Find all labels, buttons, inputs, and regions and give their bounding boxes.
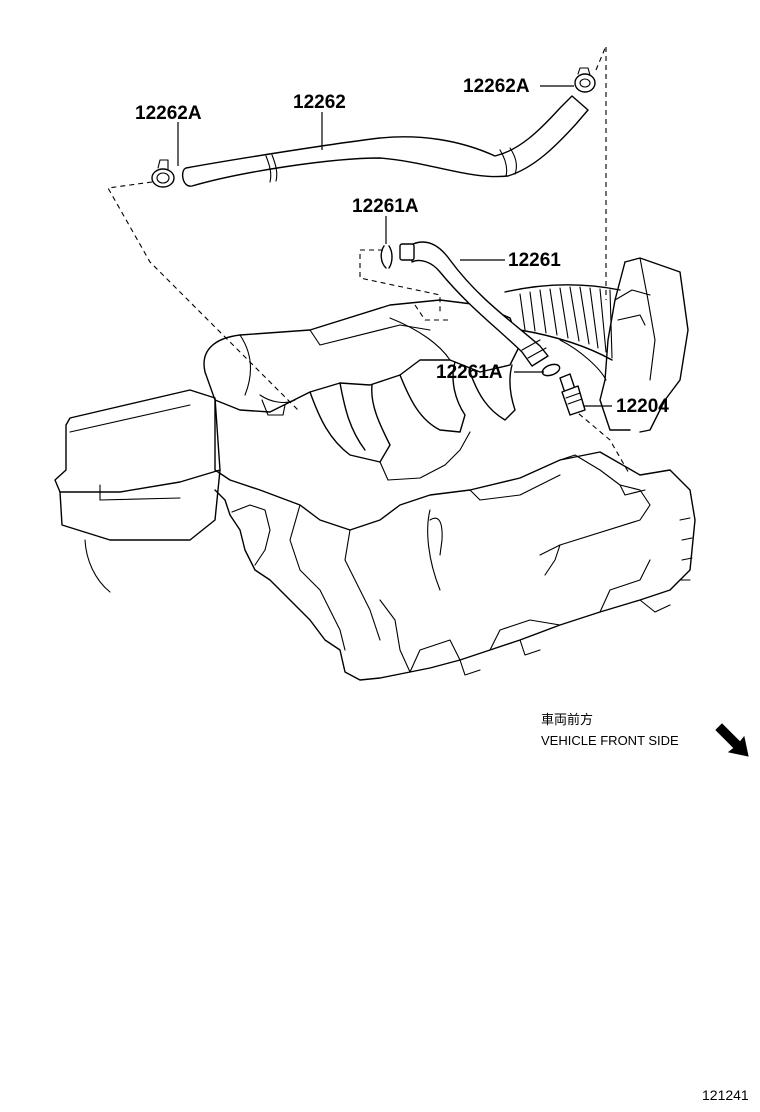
clip-12261a-lower: [541, 363, 561, 377]
label-clip-lower[interactable]: 12261A: [436, 362, 503, 383]
label-hose-lower[interactable]: 12261: [508, 250, 561, 271]
clamp-12262a-left: [151, 159, 175, 188]
label-pcv-valve[interactable]: 12204: [616, 396, 669, 417]
label-clamp-left[interactable]: 12262A: [135, 103, 202, 124]
arrow-down-right-icon: [715, 723, 749, 757]
label-hose-upper[interactable]: 12262: [293, 92, 346, 113]
clip-12261a-upper: [380, 245, 393, 269]
hose-12261: [399, 241, 549, 367]
part-number-labels: 12262A 12262 12262A 12261A 12261 12261A …: [135, 76, 669, 417]
pcv-valve-12204: [559, 373, 586, 416]
hose-12262: [181, 95, 589, 187]
figure-number: 121241: [702, 1087, 749, 1103]
direction-japanese: 車両前方: [541, 712, 593, 727]
direction-indicator: 車両前方 VEHICLE FRONT SIDE: [541, 712, 749, 757]
direction-english: VEHICLE FRONT SIDE: [541, 733, 679, 748]
label-clip-upper[interactable]: 12261A: [352, 196, 419, 217]
leader-lines: [177, 85, 612, 407]
engine-block-drawing: [54, 257, 696, 681]
label-clamp-right[interactable]: 12262A: [463, 76, 530, 97]
clamp-12262a-right: [574, 67, 596, 93]
